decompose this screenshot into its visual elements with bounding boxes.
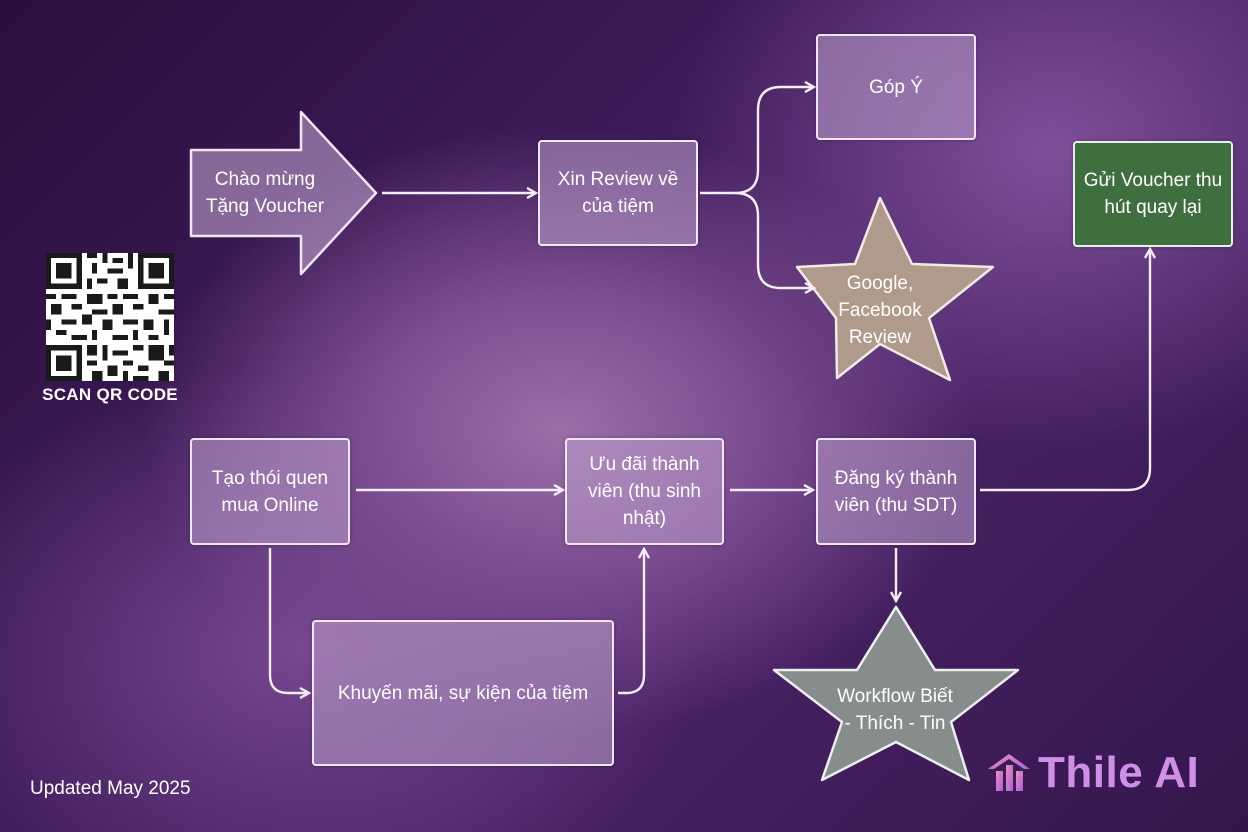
feedback-box: Góp Ý (816, 34, 976, 140)
habit-box: Tạo thói quen mua Online (190, 438, 350, 545)
qr-code[interactable] (46, 253, 175, 381)
connector-review-feedback (700, 87, 813, 195)
voucher-return-box: Gửi Voucher thu hút quay lại (1073, 141, 1233, 247)
workflow-star-shape (772, 605, 1020, 782)
welcome-label: Chào mừng Tặng Voucher (205, 169, 325, 217)
feedback-label: Góp Ý (869, 76, 923, 98)
google-label: Google, Facebook Review (838, 272, 922, 348)
connector-promo-offer (618, 550, 644, 695)
member-offer-box: Ưu đãi thành viên (thu sinh nhật) (565, 438, 724, 545)
connector-habit-promo (268, 548, 308, 693)
register-label: Đăng ký thành viên (thu SDT) (834, 467, 958, 516)
brand-name: Thile AI (1038, 748, 1200, 797)
habit-label: Tạo thói quen mua Online (211, 467, 329, 516)
connector-register-voucher (980, 250, 1150, 492)
promo-label: Khuyến mãi, sự kiện của tiệm (337, 682, 589, 704)
google-star-shape (795, 196, 995, 382)
promo-box: Khuyến mãi, sự kiện của tiệm (312, 620, 614, 766)
welcome-arrow-shape (189, 110, 378, 276)
voucher-return-label: Gửi Voucher thu hút quay lại (1083, 170, 1223, 218)
qr-pattern (46, 253, 175, 381)
member-offer-label: Ưu đãi thành viên (thu sinh nhật) (587, 454, 701, 529)
workflow-label: Workflow Biết - Thích - Tin (837, 686, 953, 734)
review-box: Xin Review về của tiệm (538, 140, 698, 246)
connector-review-google (734, 191, 813, 288)
qr-label: SCAN QR CODE (42, 385, 178, 404)
brand-logo: Thile AI (986, 748, 1199, 798)
updated-date: Updated May 2025 (30, 778, 191, 799)
review-label: Xin Review về của tiệm (557, 169, 679, 217)
register-box: Đăng ký thành viên (thu SDT) (816, 438, 976, 545)
brand-icon (988, 754, 1030, 791)
